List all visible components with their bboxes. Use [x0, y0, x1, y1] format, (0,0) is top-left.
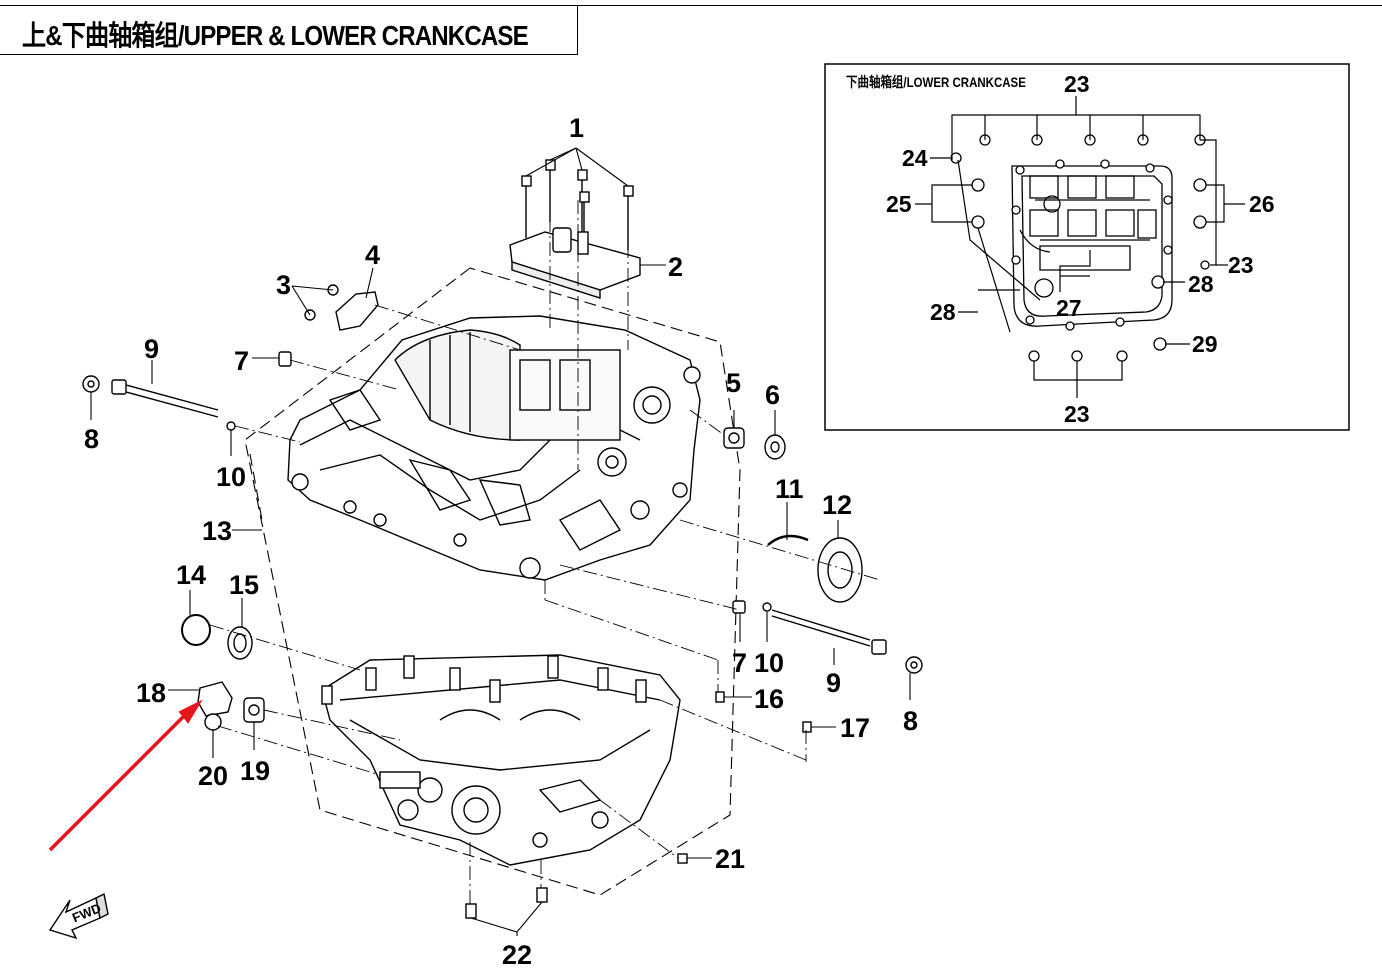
top-rule — [578, 5, 1382, 6]
inset-callout-23b: 23 — [1228, 252, 1254, 278]
center-lines — [209, 170, 881, 904]
callout-15: 15 — [229, 570, 259, 600]
callout-11: 11 — [775, 474, 804, 504]
inset-frame — [824, 63, 1350, 431]
inset-callout-25: 25 — [886, 191, 912, 217]
callout-8: 8 — [84, 424, 99, 454]
callout-22: 22 — [502, 940, 532, 970]
leader-lines — [90, 147, 911, 936]
inset-callout-29: 29 — [1192, 331, 1218, 357]
small-parts — [82, 284, 923, 919]
callout-3: 3 — [276, 270, 291, 300]
inset-callout-26: 26 — [1249, 191, 1275, 217]
fwd-arrow-icon: FWD — [48, 892, 109, 940]
callout-21: 21 — [715, 844, 745, 874]
pointer-arrow — [48, 699, 203, 852]
top-cover-and-bolts — [509, 159, 641, 299]
page-title: 上&下曲轴箱组/UPPER & LOWER CRANKCASE — [22, 20, 529, 51]
lower-case-studs — [321, 655, 647, 705]
callout-12: 12 — [822, 490, 852, 520]
callout-9-lower: 9 — [826, 668, 841, 698]
callout-9: 9 — [144, 334, 159, 364]
callout-7: 7 — [234, 346, 249, 376]
inset-callout-23c: 23 — [1064, 401, 1090, 427]
callout-20: 20 — [198, 761, 228, 791]
inset-title: 下曲轴箱组/LOWER CRANKCASE — [846, 74, 1026, 90]
callout-16: 16 — [754, 684, 784, 714]
assembly-dashed-outline — [244, 267, 741, 896]
inset-bolt-holes — [950, 134, 1210, 362]
callout-1: 1 — [569, 113, 584, 143]
inset-callout-28b: 28 — [930, 299, 956, 325]
callout-numbers: 1 2 3 4 5 6 7 8 9 10 11 12 13 14 15 16 1… — [84, 113, 918, 970]
callout-18: 18 — [136, 678, 166, 708]
inset-callout-28a: 28 — [1188, 271, 1214, 297]
callout-17: 17 — [840, 713, 870, 743]
callout-14: 14 — [176, 560, 206, 590]
callout-8-lower: 8 — [903, 706, 918, 736]
callout-10-lower: 10 — [754, 648, 784, 678]
inset-callout-27: 27 — [1056, 295, 1082, 321]
inset-callout-24: 24 — [902, 145, 928, 171]
upper-crankcase-drawing — [287, 315, 701, 581]
callout-5: 5 — [726, 368, 741, 398]
inset-oil-pan-drawing — [1011, 165, 1173, 327]
callout-6: 6 — [765, 380, 780, 410]
callout-2: 2 — [668, 252, 683, 282]
inset-callouts: 23 24 25 26 23 28 27 28 29 23 — [886, 71, 1275, 427]
inset-panel: 23 24 25 26 23 28 27 28 29 23 — [824, 63, 1350, 431]
callout-19: 19 — [240, 756, 270, 786]
inset-leader-lines — [915, 96, 1245, 398]
callout-7-lower: 7 — [732, 648, 747, 678]
lower-crankcase-drawing — [321, 654, 681, 866]
callout-4: 4 — [365, 240, 380, 270]
callout-10: 10 — [216, 462, 246, 492]
callout-13: 13 — [202, 516, 232, 546]
inset-callout-23a: 23 — [1064, 71, 1090, 97]
title-box: 上&下曲轴箱组/UPPER & LOWER CRANKCASE — [0, 5, 578, 55]
